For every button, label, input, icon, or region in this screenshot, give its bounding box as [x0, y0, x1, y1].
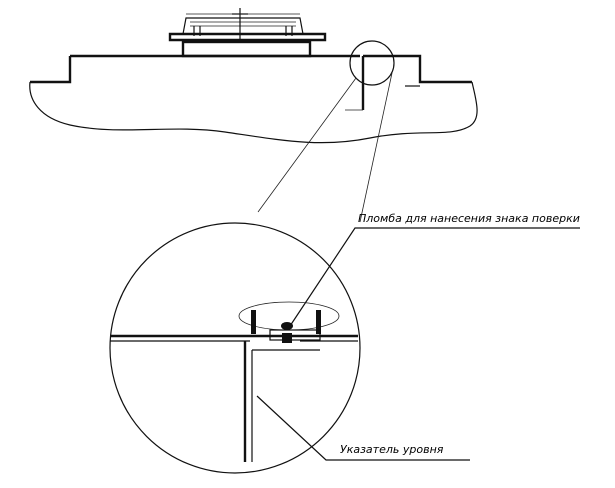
- detail-leader-right: [359, 72, 393, 223]
- seal-plate: [269, 329, 321, 341]
- tank-top-view: [29, 8, 478, 144]
- level-indicator-leader: [256, 395, 470, 461]
- hatch-cover: [182, 17, 304, 35]
- detail-marker-circle: [349, 40, 395, 86]
- hatch-right-hinge: [285, 26, 293, 36]
- hatch-flange: [168, 32, 327, 42]
- level-indicator-label: Указатель уровня: [340, 443, 444, 456]
- detail-view: [109, 222, 470, 474]
- seal-left-bolt: [251, 310, 256, 334]
- hatch-base: [181, 40, 312, 58]
- right-flange: [363, 54, 472, 84]
- detail-circle: [109, 222, 361, 474]
- hatch-cover-detail: [190, 21, 296, 27]
- seal-label: Пломба для нанесения знака поверки: [358, 212, 580, 225]
- left-flange: [30, 56, 72, 84]
- seal-cap: [281, 322, 293, 330]
- seal-right-bolt: [316, 310, 321, 334]
- hatch-left-hinge: [193, 26, 201, 36]
- seal-leader: [289, 227, 580, 327]
- detail-leader-left: [257, 77, 357, 213]
- seal-block: [282, 333, 292, 343]
- tank-body-outline: [29, 81, 478, 144]
